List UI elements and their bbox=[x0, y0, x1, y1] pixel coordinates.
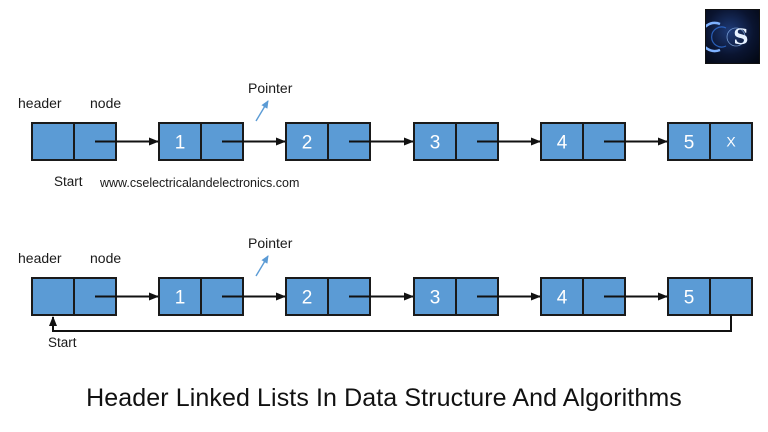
circular-list-node-1-data-cell bbox=[158, 277, 202, 316]
circular-list-node-3-data-cell bbox=[413, 277, 457, 316]
page-title: Header Linked Lists In Data Structure An… bbox=[86, 384, 682, 412]
grounded-list-node-1-value: 1 bbox=[175, 133, 186, 154]
grounded-list-start-label: Start bbox=[54, 174, 83, 189]
circular-list-header-label: header bbox=[18, 250, 62, 266]
website-watermark: www.cselectricalandelectronics.com bbox=[99, 176, 299, 190]
circular-list-node-3-value: 3 bbox=[430, 288, 441, 309]
grounded-list-node-5-null-marker: X bbox=[726, 134, 736, 150]
circular-list-node-5-value: 5 bbox=[684, 288, 695, 309]
circular-list-circular-return-arrow bbox=[49, 315, 732, 332]
grounded-list-node-2-value: 2 bbox=[302, 133, 313, 154]
grounded-list-node-3-value: 3 bbox=[430, 133, 441, 154]
circular-list-node-4-value: 4 bbox=[557, 288, 568, 309]
circular-list-node-1-value: 1 bbox=[175, 288, 186, 309]
grounded-list-pointer-label: Pointer bbox=[248, 80, 293, 96]
grounded-list-pointer-arrow bbox=[255, 100, 269, 122]
circular-list-pointer-arrow bbox=[255, 255, 269, 277]
circular-list-node-label: node bbox=[90, 250, 121, 266]
grounded-list-node-3-data-cell bbox=[413, 122, 457, 161]
circular-list-node-2-value: 2 bbox=[302, 288, 313, 309]
grounded-list-node-label: node bbox=[90, 95, 121, 111]
grounded-list-node-2-data-cell bbox=[285, 122, 329, 161]
grounded-list-node-5-link-cell bbox=[709, 122, 753, 161]
svg-text:S: S bbox=[733, 24, 748, 49]
grounded-list-header-label: header bbox=[18, 95, 62, 111]
grounded-list-node-5-value: 5 bbox=[684, 133, 695, 154]
circular-list-start-label: Start bbox=[48, 335, 77, 350]
grounded-list-node-4-value: 4 bbox=[557, 133, 568, 154]
circular-list-pointer-label: Pointer bbox=[248, 235, 293, 251]
circular-list-header-node-data-cell bbox=[31, 277, 75, 316]
grounded-list-header-node-data-cell bbox=[31, 122, 75, 161]
circular-list-node-5-link-cell bbox=[709, 277, 753, 316]
cs-monogram-logo-icon: S bbox=[705, 9, 760, 64]
